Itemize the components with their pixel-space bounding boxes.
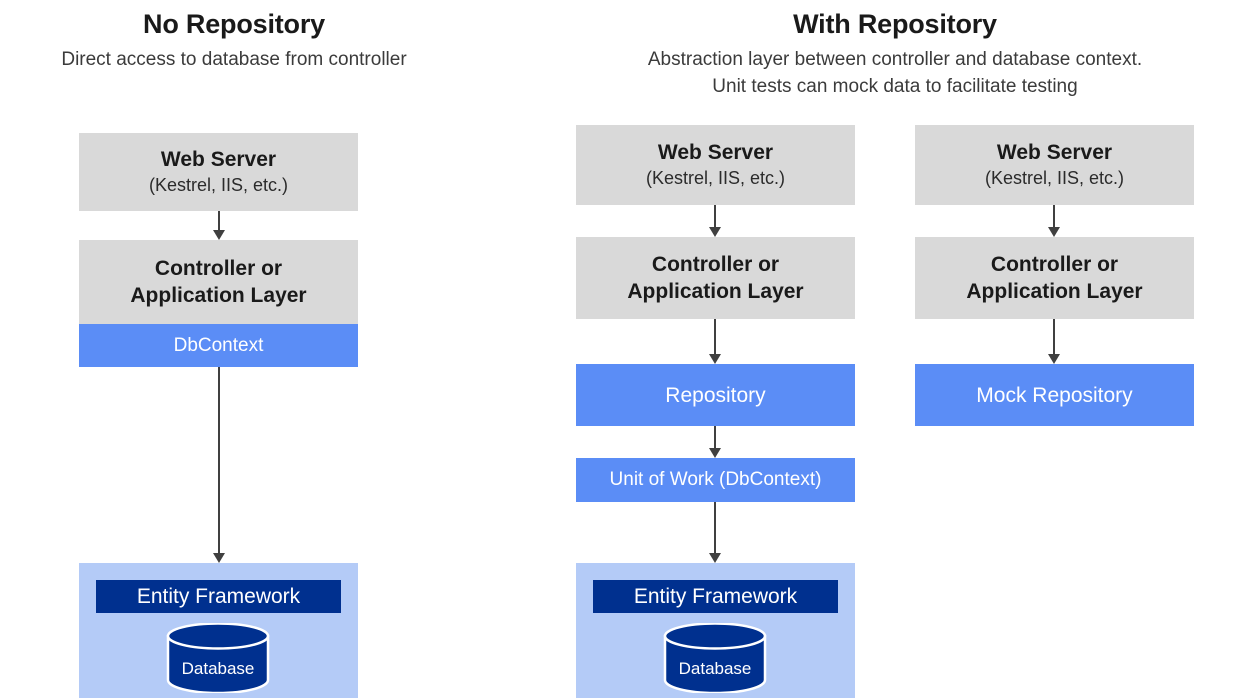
- box-web-server-with-repo: Web Server (Kestrel, IIS, etc.): [576, 125, 855, 205]
- box-web-server-mock: Web Server (Kestrel, IIS, etc.): [915, 125, 1194, 205]
- box-controller-with-repo: Controller or Application Layer: [576, 237, 855, 319]
- web-server-subtitle: (Kestrel, IIS, etc.): [148, 174, 289, 195]
- database-cylinder-with-repo: Database: [662, 623, 768, 693]
- database-cylinder-no-repo: Database: [165, 623, 271, 693]
- box-unit-of-work: Unit of Work (DbContext): [576, 458, 855, 502]
- controller-line-2: Application Layer: [130, 284, 307, 307]
- box-controller-mock: Controller or Application Layer: [915, 237, 1194, 319]
- box-dbcontext-no-repo: DbContext: [79, 324, 358, 367]
- section-title-no-repository: No Repository: [143, 9, 325, 39]
- arrow-webserver-to-controller-with-repo: [706, 205, 724, 237]
- controller-line-2: Application Layer: [966, 280, 1143, 303]
- unit-of-work-label: Unit of Work (DbContext): [609, 469, 822, 490]
- dbcontext-label: DbContext: [173, 334, 264, 356]
- web-server-title: Web Server: [160, 147, 277, 171]
- section-subtitle-line-1: Abstraction layer between controller and…: [647, 49, 1143, 70]
- mock-repository-label: Mock Repository: [976, 383, 1133, 407]
- box-data-layer-with-repo: Entity Framework Database: [576, 563, 855, 698]
- box-repository: Repository: [576, 364, 855, 426]
- box-web-server-no-repo: Web Server (Kestrel, IIS, etc.): [79, 133, 358, 211]
- section-title-with-repository: With Repository: [793, 9, 997, 39]
- web-server-title: Web Server: [996, 140, 1113, 164]
- controller-line-2: Application Layer: [627, 280, 804, 303]
- database-label: Database: [181, 659, 255, 678]
- arrow-webserver-to-controller-mock: [1045, 205, 1063, 237]
- arrow-repository-to-unitofwork: [706, 426, 724, 458]
- arrow-controller-to-mock-repository: [1045, 319, 1063, 364]
- arrow-webserver-to-controller-no-repo: [210, 211, 228, 240]
- repository-label: Repository: [665, 383, 766, 407]
- controller-line-1: Controller or: [651, 253, 780, 276]
- arrow-unitofwork-to-entityframework: [706, 502, 724, 563]
- box-entity-framework-with-repo: Entity Framework: [593, 580, 838, 613]
- section-subtitle-no-repository: Direct access to database from controlle…: [61, 49, 407, 70]
- arrow-controller-to-repository: [706, 319, 724, 364]
- web-server-subtitle: (Kestrel, IIS, etc.): [645, 167, 786, 188]
- section-subtitle-line-2: Unit tests can mock data to facilitate t…: [712, 76, 1078, 97]
- entity-framework-label: Entity Framework: [633, 585, 798, 608]
- box-controller-no-repo: Controller or Application Layer: [79, 240, 358, 324]
- web-server-subtitle: (Kestrel, IIS, etc.): [984, 167, 1125, 188]
- box-entity-framework-no-repo: Entity Framework: [96, 580, 341, 613]
- box-mock-repository: Mock Repository: [915, 364, 1194, 426]
- box-data-layer-no-repo: Entity Framework Database: [79, 563, 358, 698]
- entity-framework-label: Entity Framework: [136, 585, 301, 608]
- section-subtitle-with-repository: Abstraction layer between controller and…: [575, 46, 1215, 100]
- web-server-title: Web Server: [657, 140, 774, 164]
- database-label: Database: [678, 659, 752, 678]
- controller-line-1: Controller or: [154, 257, 283, 280]
- controller-line-1: Controller or: [990, 253, 1119, 276]
- arrow-dbcontext-to-entityframework-no-repo: [210, 367, 228, 563]
